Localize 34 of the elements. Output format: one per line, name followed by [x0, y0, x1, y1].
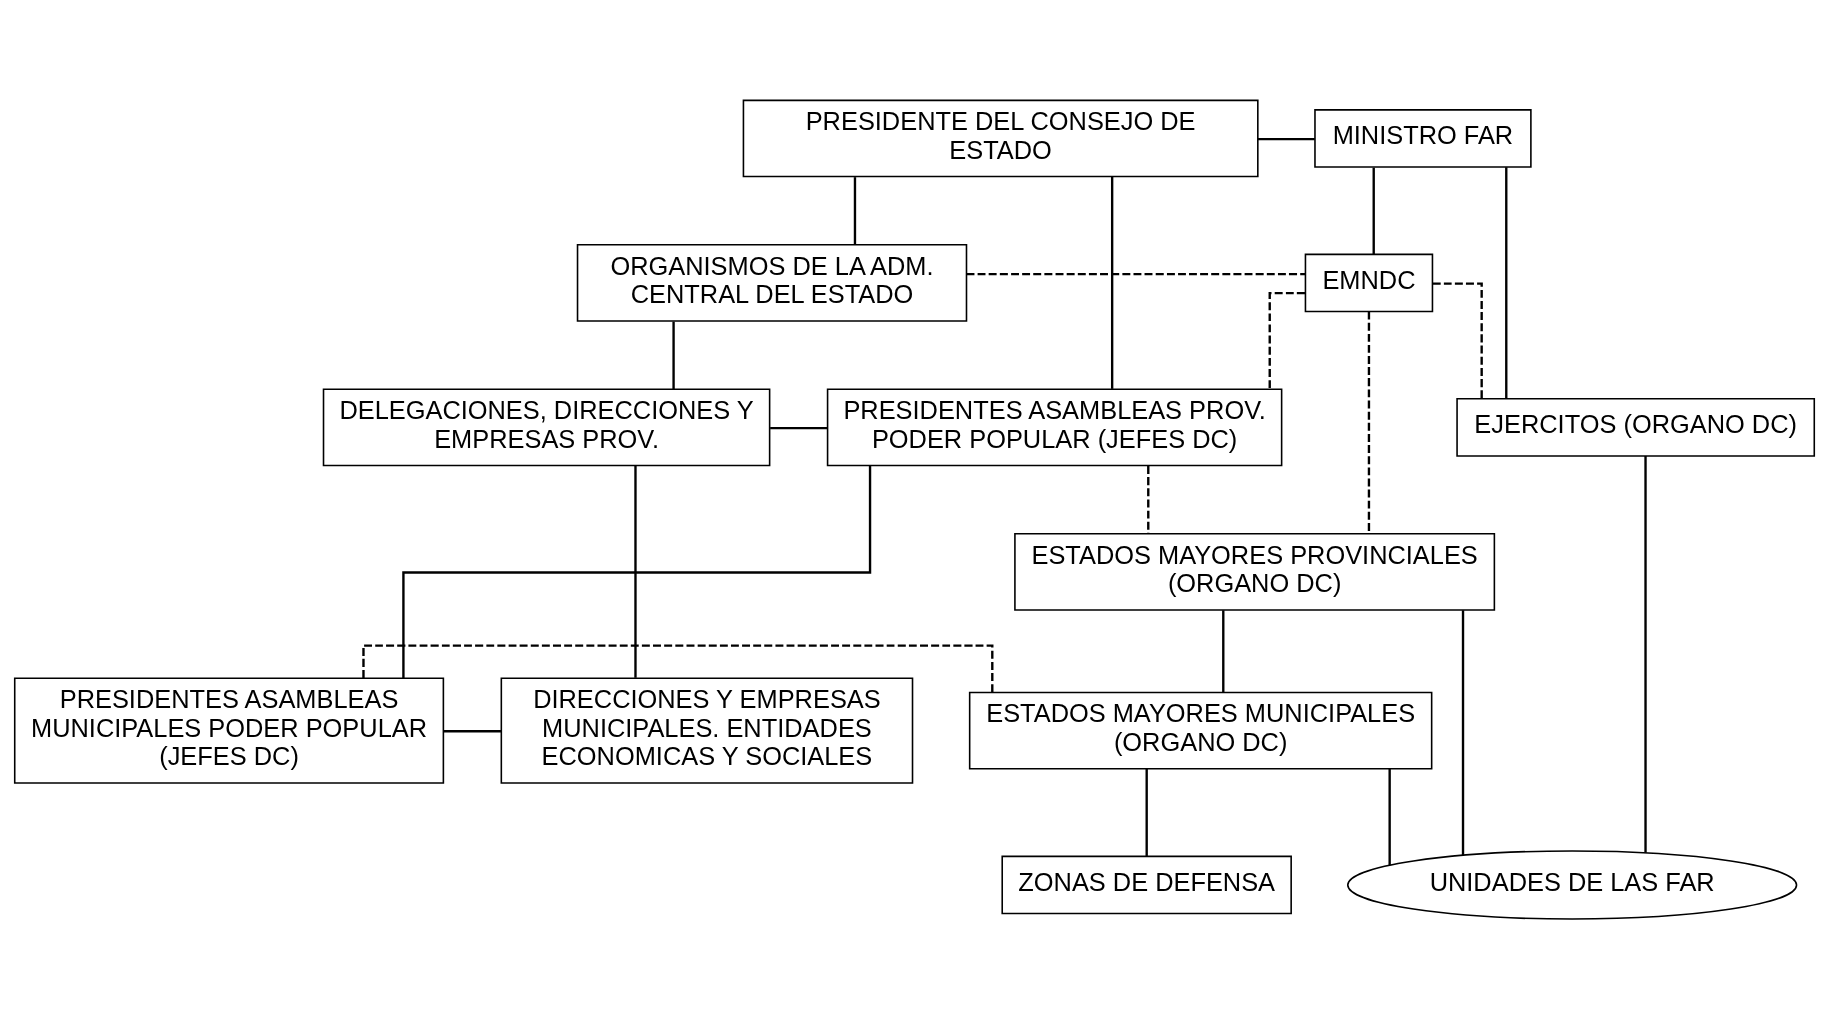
connector: [1367, 311, 1371, 534]
node-box: PRESIDENTE DEL CONSEJO DE ESTADO: [742, 99, 1259, 177]
node-box: ZONAS DE DEFENSA: [1001, 855, 1292, 914]
connector: [1505, 166, 1508, 399]
connector: [1147, 465, 1150, 534]
connector: [1644, 455, 1647, 853]
node-box: EMNDC: [1304, 253, 1434, 312]
connector: [362, 643, 994, 692]
connector: [1372, 167, 1375, 254]
node-box: DIRECCIONES Y EMPRESAS MUNICIPALES. ENTIDADES ECONOMICAS Y SOCIALES: [500, 676, 914, 784]
node-box: DELEGACIONES, DIRECCIONES Y EMPRESAS PROV.: [322, 388, 771, 466]
connector: [402, 465, 872, 678]
connector: [1257, 137, 1315, 140]
connector: [1222, 609, 1225, 692]
node-box: ESTADOS MAYORES MUNICIPALES (ORGANO DC): [968, 691, 1433, 770]
node-box: PRESIDENTES ASAMBLEAS PROV. PODER POPULAR (JEFES DC): [826, 388, 1283, 466]
connector: [1145, 768, 1148, 856]
connector: [770, 426, 828, 429]
connector: [1110, 176, 1114, 389]
connector: [1432, 281, 1483, 398]
node-box: ORGANISMOS DE LA ADM. CENTRAL DEL ESTADO: [576, 243, 968, 322]
connector: [1388, 768, 1391, 865]
connector: [966, 272, 1306, 275]
node-box: MINISTRO FAR: [1314, 108, 1532, 168]
connector: [634, 465, 637, 678]
node-box: ESTADOS MAYORES PROVINCIALES (ORGANO DC): [1014, 532, 1496, 611]
node-box: PRESIDENTES ASAMBLEAS MUNICIPALES PODER POPULAR (JEFES DC): [13, 676, 445, 784]
node-box: EJERCITOS (ORGANO DC): [1456, 397, 1816, 457]
connector: [853, 176, 857, 245]
node-ellipse: UNIDADES DE LAS FAR: [1346, 849, 1798, 920]
connector: [1461, 609, 1465, 855]
connector: [1268, 291, 1305, 389]
connector: [443, 729, 501, 732]
connector: [672, 321, 675, 389]
